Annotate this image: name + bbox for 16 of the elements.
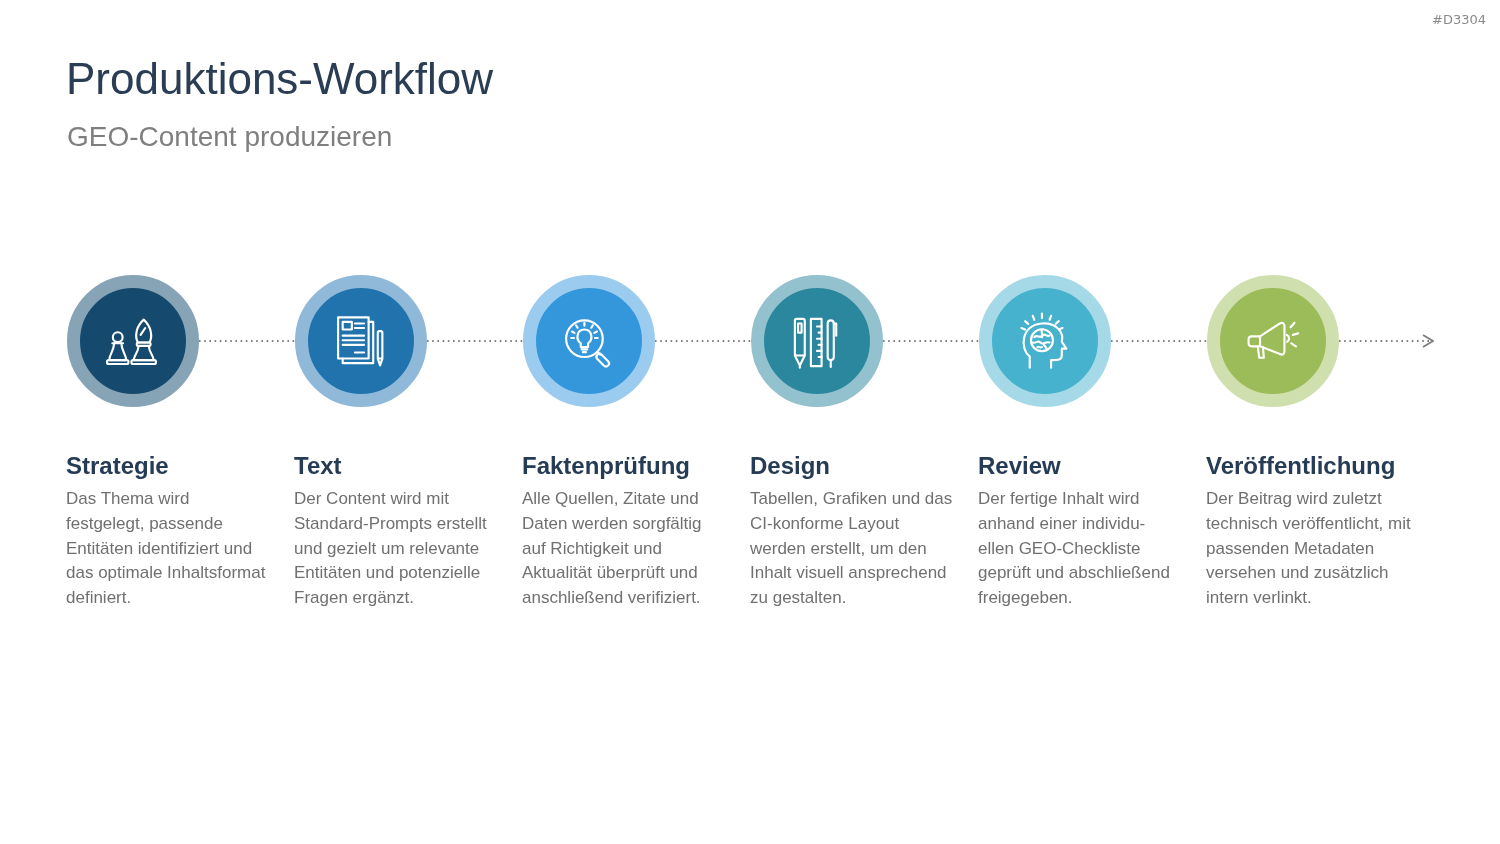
step-description: Der Content wird mit Standard-Prompts erstellt und gezielt um relevante Entitäten und potenzielle Fragen ergänzt. [294,488,488,610]
step-heading: Strategie [66,451,169,481]
title: Produktions-Workflow [66,53,494,105]
step-description: Alle Quellen, Zitate und Daten werden sorgfältig auf Richtigkeit und Aktualität überprüft und anschließend verifiziert. [522,488,703,610]
step-description: Das Thema wird festgelegt, passende Entitäten identifiziert und das optimale Inhaltsformat definiert. [66,488,267,610]
step-heading: Review [978,451,1061,481]
step-heading: Veröffentlichung [1206,451,1396,481]
step-heading: Design [750,451,830,481]
arrow [1338,334,1434,348]
step-heading: Text [294,451,342,481]
step-description: Der Beitrag wird zuletzt technisch veröffentlicht, mit passenden Metadaten versehen und zusätzlich intern verlinkt. [1206,488,1412,610]
step-description: Tabellen, Grafiken und das CI-konforme Layout werden erstellt, um den Inhalt visuell ansprechend zu gestalten. [750,488,954,610]
slide-code: #D3304 [1432,12,1486,28]
subtitle: GEO-Content produzieren [67,120,393,154]
step-heading: Faktenprüfung [522,451,690,481]
step-description: Der fertige Inhalt wird anhand einer individu- ellen GEO-Checkliste geprüft und abschließend freigegeben. [978,488,1171,610]
